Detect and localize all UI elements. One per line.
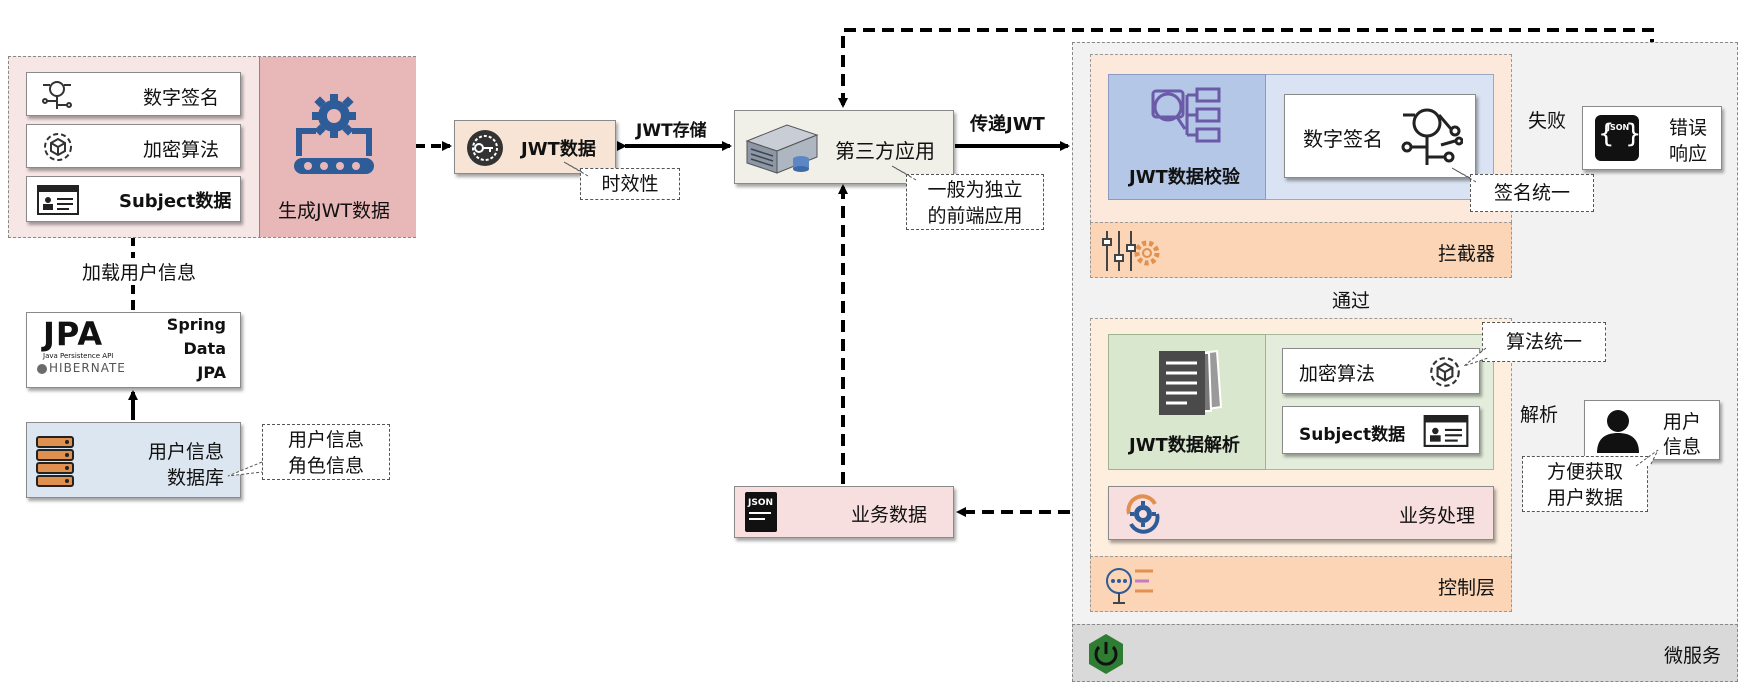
biz-data-label: 业务数据 [851, 504, 928, 526]
jwt-store-label: JWT存储 [636, 121, 707, 141]
hibernate-logo: HIBERNATE [37, 361, 127, 377]
hibernate-icon [37, 364, 47, 374]
biz-process-label: 业务处理 [1398, 505, 1475, 527]
key-gauge-icon [467, 130, 503, 166]
sliders-gear-icon [1102, 231, 1160, 271]
biz-process-box: 业务处理 [1108, 486, 1494, 540]
generator-label: 生成JWT数据 [278, 200, 390, 222]
algo-box: 加密算法 [1282, 348, 1480, 394]
user-db-box: 用户信息 数据库 [26, 422, 241, 498]
json-braces-icon-text: JSON [1607, 123, 1630, 132]
jwt-note-pointer [563, 161, 589, 177]
algo-note: 算法统一 [1482, 322, 1606, 362]
jpa-line: Spring [166, 315, 226, 334]
json-file-icon-text: JSON [748, 498, 774, 508]
signature-key-icon [42, 81, 72, 109]
fail-label: 失败 [1528, 110, 1567, 132]
jpa-line: JPA [197, 363, 226, 382]
user-info-line: 信息 [1663, 436, 1702, 458]
verify-blue-panel: JWT数据校验 [1108, 74, 1266, 200]
jpa-box: JPA Java Persistence API HIBERNATE Sprin… [26, 312, 241, 388]
third-app-note-line: 一般为独立 [927, 179, 1023, 201]
json-file-icon: JSON [745, 492, 777, 532]
jwt-expiry-note: 时效性 [580, 168, 680, 200]
generator-item-label: Subject数据 [119, 191, 232, 212]
user-db-note: 用户信息 角色信息 [262, 424, 390, 480]
network-chart-icon [1106, 568, 1153, 604]
third-app-label: 第三方应用 [835, 139, 935, 163]
hibernate-text: HIBERNATE [49, 361, 126, 375]
user-info-box: 用户 信息 [1584, 400, 1720, 460]
subject-box: Subject数据 [1282, 406, 1480, 454]
jpa-logo-sub: Java Persistence API [43, 352, 114, 360]
error-response-line: 响应 [1669, 143, 1708, 165]
jpa-logo: JPA [43, 315, 104, 353]
generator-item-label: 加密算法 [143, 139, 220, 161]
id-card-icon [1423, 415, 1469, 447]
document-stack-icon [1159, 349, 1223, 415]
algo-note-pointer [1463, 347, 1489, 367]
generator-item-encryption: 加密算法 [26, 124, 241, 168]
sign-label: 数字签名 [1303, 127, 1383, 151]
user-db-note-line: 角色信息 [287, 455, 364, 477]
encryption-cube-icon [44, 133, 72, 161]
third-app-note: 一般为独立 的前端应用 [906, 174, 1044, 230]
user-db-line: 数据库 [166, 467, 224, 489]
pass-jwt-label: 传递JWT [970, 114, 1045, 135]
user-info-note: 方便获取 用户数据 [1522, 456, 1648, 512]
data-search-icon [1151, 87, 1221, 143]
sign-note-text: 签名统一 [1493, 182, 1570, 204]
user-info-note-pointer [1635, 449, 1659, 467]
pass-label: 通过 [1332, 290, 1371, 312]
user-db-note-pointer [227, 461, 263, 477]
id-card-icon [37, 185, 79, 215]
user-db-note-line: 用户信息 [287, 429, 364, 451]
sign-note-pointer [1451, 167, 1477, 183]
generator-right-panel [259, 57, 416, 237]
database-server-icon [36, 436, 74, 487]
json-braces-icon: JSON { } [1595, 115, 1642, 161]
subject-label: Subject数据 [1299, 425, 1406, 445]
parse-arrow-label: 解析 [1520, 404, 1559, 426]
jwt-data-label: JWT数据 [521, 139, 596, 160]
microservice-footer: 微服务 [1072, 624, 1738, 682]
controller-band: 控制层 [1090, 556, 1512, 612]
generator-item-signature: 数字签名 [26, 72, 241, 116]
parse-label: JWT数据解析 [1129, 435, 1240, 456]
microservice-label: 微服务 [1663, 645, 1721, 667]
power-icon [1089, 634, 1123, 674]
user-info-note-line: 用户数据 [1546, 487, 1623, 509]
error-response-line: 错误 [1669, 117, 1708, 139]
server-icon [745, 124, 819, 174]
jpa-line: Data [183, 339, 226, 358]
verify-label: JWT数据校验 [1129, 167, 1240, 188]
encryption-cube-icon [1430, 357, 1460, 387]
third-app-note-pointer [891, 165, 917, 181]
interceptor-band: 拦截器 [1090, 222, 1512, 278]
gear-cycle-icon [1126, 494, 1160, 534]
gear-robot-icon [294, 94, 374, 174]
user-info-note-line: 方便获取 [1546, 461, 1623, 483]
biz-data-box: JSON 业务数据 [734, 486, 954, 538]
error-response-box: JSON { } 错误 响应 [1582, 106, 1722, 170]
signature-key-icon [1401, 108, 1463, 165]
user-db-line: 用户信息 [147, 441, 224, 463]
third-app-note-line: 的前端应用 [927, 205, 1023, 227]
jwt-expiry-note-text: 时效性 [601, 173, 659, 195]
user-icon [1597, 410, 1639, 453]
algo-note-text: 算法统一 [1505, 331, 1582, 353]
interceptor-label: 拦截器 [1437, 243, 1495, 265]
generator-item-label: 数字签名 [143, 87, 220, 109]
sign-note: 签名统一 [1470, 174, 1594, 212]
load-user-label: 加载用户信息 [78, 258, 201, 285]
user-info-line: 用户 [1663, 411, 1702, 433]
jwt-data-box: JWT数据 [454, 120, 616, 174]
sign-box: 数字签名 [1284, 94, 1476, 178]
generator-item-subject: Subject数据 [26, 176, 241, 222]
third-app-box: 第三方应用 [734, 110, 954, 184]
algo-label: 加密算法 [1299, 363, 1376, 385]
parse-green-panel: JWT数据解析 [1108, 334, 1266, 470]
controller-label: 控制层 [1437, 577, 1495, 599]
